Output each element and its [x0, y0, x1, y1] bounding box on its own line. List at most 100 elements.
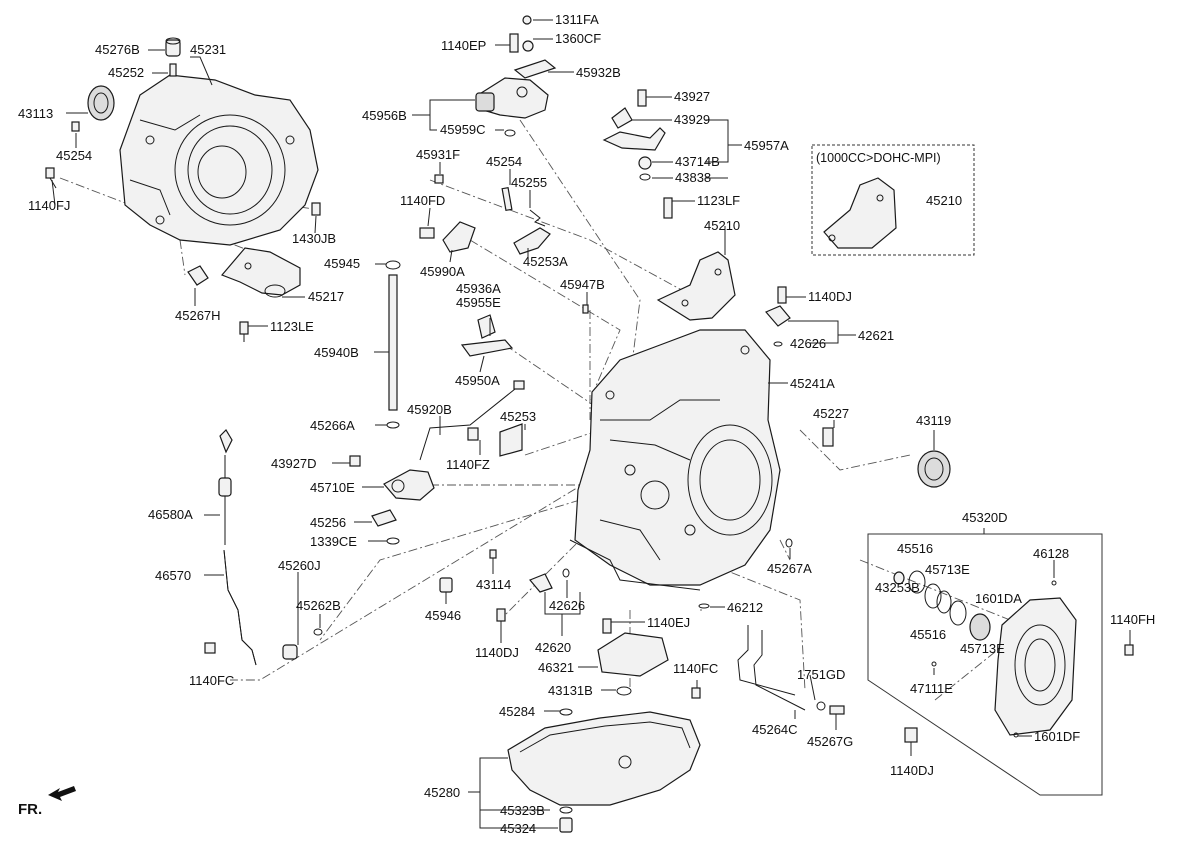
label-47111e: 47111E	[910, 681, 953, 696]
label-45210: 45210	[704, 218, 740, 233]
manual-lever-45932b	[504, 15, 557, 137]
label-1123le: 1123LE	[270, 319, 314, 334]
variant-box-frame	[811, 144, 975, 256]
label-45931f: 45931F	[416, 147, 460, 162]
label-45276b: 45276B	[95, 42, 140, 57]
label-1311fa: 1311FA	[555, 12, 599, 27]
variant-box-caption: (1000CC>DOHC-MPI)	[816, 151, 941, 165]
variant-box-part-label: 45210	[926, 193, 962, 208]
label-43927d: 43927D	[271, 456, 317, 471]
label-1339ce: 1339CE	[310, 534, 357, 549]
oil-seal-43119	[917, 450, 951, 488]
plug-45276b	[165, 37, 181, 57]
center-top-bolts	[419, 174, 673, 239]
bracket-45217	[220, 247, 301, 298]
label-43253b: 43253B	[875, 580, 920, 595]
transaxle-case-45241a	[569, 329, 781, 591]
label-45253: 45253	[500, 409, 536, 424]
label-43714b: 43714B	[675, 154, 720, 169]
label-45252: 45252	[108, 65, 144, 80]
shaft-45940b	[385, 260, 401, 429]
label-45713e-a: 45713E	[925, 562, 970, 577]
bracket-45210	[656, 251, 736, 321]
label-45516-a: 45516	[897, 541, 933, 556]
gasket-45267h	[187, 265, 209, 286]
label-45713e-b: 45713E	[960, 641, 1005, 656]
label-45323b: 45323B	[500, 803, 545, 818]
label-1140fj: 1140FJ	[28, 198, 70, 213]
label-45267a: 45267A	[767, 561, 812, 576]
label-45920b: 45920B	[407, 402, 452, 417]
label-45957a: 45957A	[744, 138, 789, 153]
label-1140ej: 1140EJ	[647, 615, 690, 630]
label-1140fz: 1140FZ	[446, 457, 490, 472]
plug-45260j	[282, 628, 323, 660]
bracket-45957a	[602, 89, 666, 181]
part-labels: 45276B 45231 45252 43113 45254 1140FJ 14…	[18, 12, 1155, 836]
label-45950a: 45950A	[455, 373, 500, 388]
label-46128: 46128	[1033, 546, 1069, 561]
cable-45920b	[419, 380, 525, 461]
label-46321: 46321	[538, 660, 574, 675]
label-45956b: 45956B	[362, 108, 407, 123]
oil-tubes-45264c	[691, 625, 845, 715]
label-45940b: 45940B	[314, 345, 359, 360]
label-45946: 45946	[425, 608, 461, 623]
label-45947b: 45947B	[560, 277, 605, 292]
oil-pan-45280	[507, 708, 701, 833]
label-42626-a: 42626	[790, 336, 826, 351]
label-45990a: 45990A	[420, 264, 465, 279]
label-1140ep: 1140EP	[441, 38, 486, 53]
variant-bracket-45210	[823, 177, 897, 249]
label-45267g: 45267G	[807, 734, 853, 749]
label-42626-b: 42626	[549, 598, 585, 613]
label-45241a: 45241A	[790, 376, 835, 391]
label-1140dj-c: 1140DJ	[890, 763, 934, 778]
detent-spring-45990a	[442, 221, 476, 253]
plate-45950a	[460, 304, 589, 357]
label-45231: 45231	[190, 42, 226, 57]
label-43119: 43119	[916, 413, 951, 428]
label-1430jb: 1430JB	[292, 231, 336, 246]
lever-45253a	[513, 227, 551, 255]
label-1601da: 1601DA	[975, 591, 1022, 606]
label-45324: 45324	[500, 821, 536, 836]
label-45254-b: 45254	[486, 154, 522, 169]
label-43929: 43929	[674, 112, 710, 127]
label-45254: 45254	[56, 148, 92, 163]
label-1140fd: 1140FD	[400, 193, 445, 208]
dipstick-46580a	[218, 429, 233, 545]
label-45955e: 45955E	[456, 295, 501, 310]
oil-filter-46321	[597, 618, 669, 696]
label-43838: 43838	[675, 170, 711, 185]
label-42621: 42621	[858, 328, 894, 343]
label-1751gd: 1751GD	[797, 667, 845, 682]
label-45516-b: 45516	[910, 627, 946, 642]
label-1140dj-a: 1140DJ	[808, 289, 852, 304]
label-45264c: 45264C	[752, 722, 798, 737]
label-1360cf: 1360CF	[555, 31, 601, 46]
label-45320d: 45320D	[962, 510, 1008, 525]
label-45936a: 45936A	[456, 281, 501, 296]
speed-sensor-42621	[765, 286, 791, 347]
label-43927: 43927	[674, 89, 710, 104]
label-43113: 43113	[18, 106, 53, 121]
label-45932b: 45932B	[576, 65, 621, 80]
label-45280: 45280	[424, 785, 460, 800]
label-45260j: 45260J	[278, 558, 321, 573]
clutch-housing-45231	[119, 74, 319, 246]
label-1140fc-a: 1140FC	[673, 661, 718, 676]
label-1140fh: 1140FH	[1110, 612, 1155, 627]
label-46212: 46212	[727, 600, 763, 615]
bracket-45253	[467, 423, 523, 457]
label-1123lf: 1123LF	[697, 193, 740, 208]
housing-fasteners	[45, 63, 321, 342]
front-direction-label: FR.	[18, 801, 42, 818]
front-direction-arrow-icon	[48, 786, 76, 801]
label-45266a: 45266A	[310, 418, 355, 433]
oil-seal-43113	[87, 85, 115, 121]
bolt-45227	[822, 427, 834, 447]
side-cover-group-frame	[867, 533, 1103, 796]
leader-lines	[51, 19, 1131, 829]
label-45945: 45945	[324, 256, 360, 271]
